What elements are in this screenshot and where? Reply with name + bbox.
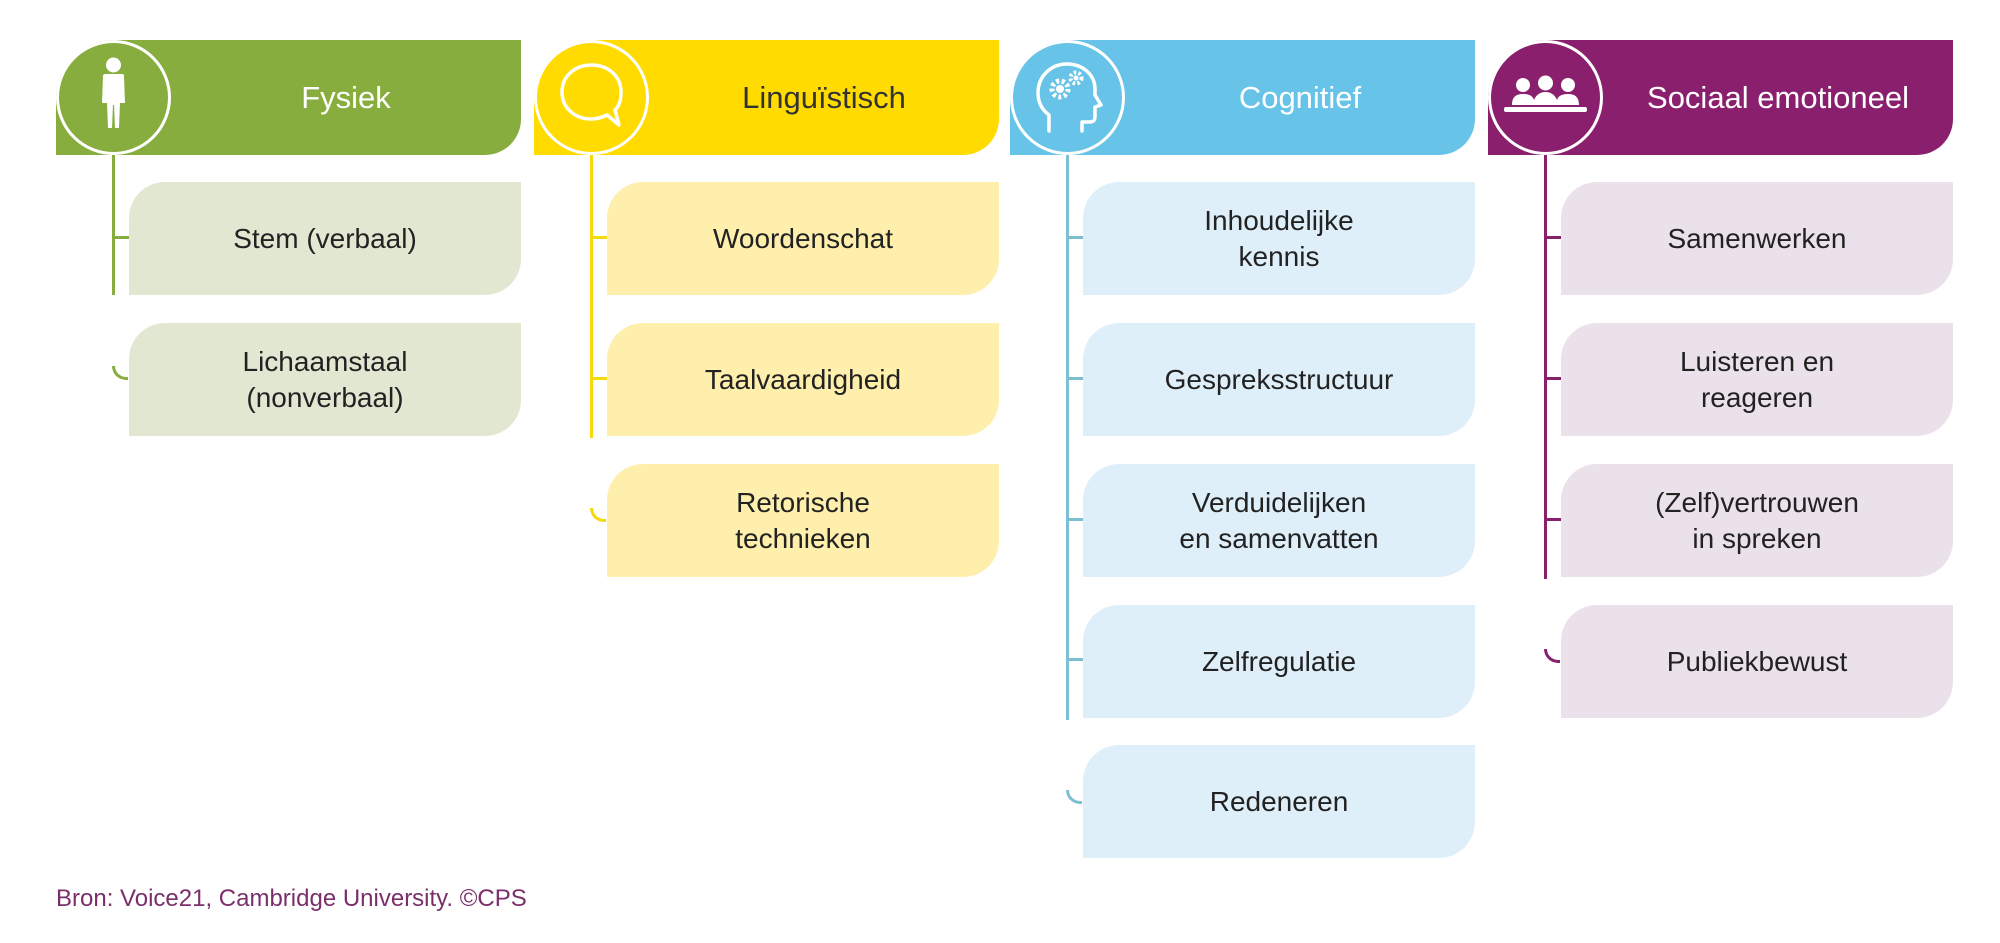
- connector-tick: [590, 236, 608, 239]
- category-title: Linguïstisch: [742, 79, 906, 115]
- connector-tick: [590, 377, 608, 380]
- column-linguistisch: Linguïstisch Woordenschat Taalvaardighei…: [534, 40, 999, 870]
- column-cognitief: Cognitief Inhoudelijke kennis Gespreksst…: [1010, 40, 1475, 870]
- source-citation: Bron: Voice21, Cambridge University. ©CP…: [56, 885, 527, 912]
- speech-bubble-icon: [534, 40, 649, 155]
- skill-item: Inhoudelijke kennis: [1083, 182, 1475, 295]
- connector-tick: [1066, 377, 1084, 380]
- connector-line: [1544, 155, 1547, 579]
- category-title: Sociaal emotioneel: [1647, 79, 1909, 115]
- skill-item: Stem (verbaal): [129, 182, 521, 295]
- skill-item: Woordenschat: [607, 182, 999, 295]
- group-people-icon: [1488, 40, 1603, 155]
- skill-item: Publiekbewust: [1561, 605, 1953, 718]
- person-icon: [56, 40, 171, 155]
- connector-end: [1544, 649, 1560, 663]
- connector-line: [1066, 155, 1069, 720]
- connector-end: [1066, 790, 1082, 804]
- connector-tick: [1066, 236, 1084, 239]
- column-fysiek: Fysiek Stem (verbaal) Lichaamstaal (nonv…: [56, 40, 521, 870]
- skill-item: Zelfregulatie: [1083, 605, 1475, 718]
- category-title: Cognitief: [1238, 79, 1362, 115]
- column-sociaal-emotioneel: Sociaal emotioneel Samenwerken Luisteren…: [1488, 40, 1953, 870]
- connector-line: [112, 155, 115, 295]
- category-title: Fysiek: [301, 79, 391, 115]
- skill-item: Verduidelijken en samenvatten: [1083, 464, 1475, 577]
- connector-tick: [112, 236, 130, 239]
- skill-item: Lichaamstaal (nonverbaal): [129, 323, 521, 436]
- connector-tick: [1544, 518, 1562, 521]
- connector-tick: [1066, 658, 1084, 661]
- connector-line: [590, 155, 593, 438]
- connector-end: [112, 366, 128, 380]
- connector-tick: [1066, 518, 1084, 521]
- connector-end: [590, 508, 606, 522]
- skill-item: (Zelf)vertrouwen in spreken: [1561, 464, 1953, 577]
- connector-tick: [1544, 236, 1562, 239]
- connector-tick: [1544, 377, 1562, 380]
- skill-item: Retorische technieken: [607, 464, 999, 577]
- skill-item: Redeneren: [1083, 745, 1475, 858]
- head-gears-icon: [1010, 40, 1125, 155]
- skill-item: Taalvaardigheid: [607, 323, 999, 436]
- skill-item: Samenwerken: [1561, 182, 1953, 295]
- skill-item: Gespreksstructuur: [1083, 323, 1475, 436]
- skill-item: Luisteren en reageren: [1561, 323, 1953, 436]
